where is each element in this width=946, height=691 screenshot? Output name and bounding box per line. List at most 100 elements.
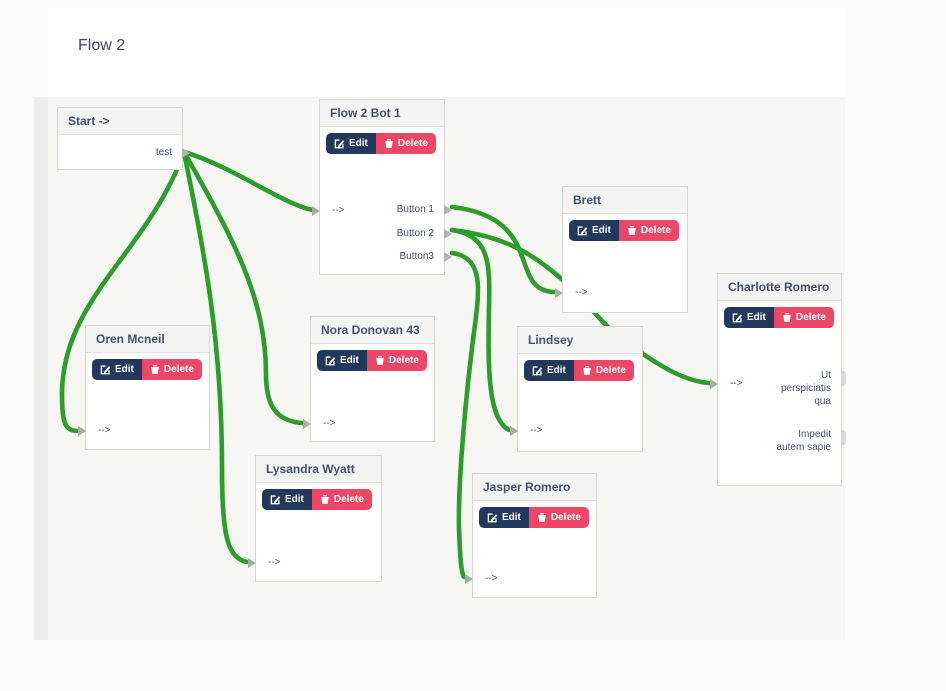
- edit-icon: [732, 312, 743, 323]
- output-label: Button 2: [396, 228, 434, 239]
- edit-button-label: Edit: [115, 364, 134, 375]
- edit-icon: [532, 365, 543, 376]
- edge-bot1.button2-to-lindsey.in[interactable]: [449, 227, 512, 433]
- output-connector[interactable]: [182, 148, 190, 158]
- edge-bot1.button3-to-jasper.in[interactable]: [449, 250, 481, 580]
- input-label: -->: [98, 425, 111, 436]
- input-connector[interactable]: [303, 419, 311, 429]
- trash-icon: [627, 225, 637, 236]
- delete-button-label: Delete: [397, 138, 428, 149]
- page-title: Flow 2: [78, 37, 126, 54]
- output-connector[interactable]: [444, 229, 452, 239]
- node-title: Nora Donovan 43: [311, 317, 434, 344]
- edge-start.test-to-nora.in[interactable]: [181, 149, 305, 426]
- node-actions: Edit Delete: [724, 307, 834, 328]
- trash-icon: [150, 364, 160, 375]
- delete-button-label: Delete: [163, 364, 194, 375]
- edit-icon: [487, 512, 498, 523]
- output-connector[interactable]: [444, 252, 452, 262]
- delete-button[interactable]: Delete: [528, 507, 589, 528]
- output-connector[interactable]: [841, 371, 846, 386]
- edit-button[interactable]: Edit: [724, 307, 774, 328]
- output-connector[interactable]: [444, 205, 452, 215]
- trash-icon: [537, 512, 547, 523]
- trash-icon: [782, 312, 792, 323]
- delete-button[interactable]: Delete: [375, 133, 436, 154]
- output-label: Ut perspiciatis qua: [780, 370, 831, 407]
- input-connector[interactable]: [555, 288, 563, 298]
- flow-header: Flow 2: [48, 8, 845, 97]
- node-actions: Edit Delete: [326, 133, 436, 154]
- edit-button[interactable]: Edit: [262, 489, 312, 510]
- node-actions: Edit Delete: [524, 360, 634, 381]
- edit-button[interactable]: Edit: [524, 360, 574, 381]
- input-connector[interactable]: [312, 206, 320, 216]
- input-label: -->: [730, 378, 743, 389]
- node-title: Lindsey: [518, 327, 642, 354]
- delete-button[interactable]: Delete: [773, 307, 834, 328]
- input-label: -->: [530, 425, 543, 436]
- input-connector[interactable]: [78, 426, 86, 436]
- output-label: Impedit autem sapie: [776, 429, 831, 453]
- edit-button-label: Edit: [747, 312, 766, 323]
- input-connector[interactable]: [465, 574, 473, 584]
- delete-button-label: Delete: [388, 355, 419, 366]
- delete-button[interactable]: Delete: [573, 360, 634, 381]
- input-connector[interactable]: [248, 558, 256, 568]
- trash-icon: [582, 365, 592, 376]
- node-actions: Edit Delete: [92, 359, 202, 380]
- edit-button[interactable]: Edit: [326, 133, 376, 154]
- edit-icon: [270, 494, 281, 505]
- trash-icon: [320, 494, 330, 505]
- delete-button[interactable]: Delete: [618, 220, 679, 241]
- input-label: -->: [575, 287, 588, 298]
- trash-icon: [384, 138, 394, 149]
- edit-button-label: Edit: [349, 138, 368, 149]
- edge-start.test-to-lysandra.in[interactable]: [181, 149, 250, 565]
- edit-button[interactable]: Edit: [92, 359, 142, 380]
- node-title: Start ->: [58, 108, 182, 135]
- node-title: Lysandra Wyatt: [256, 456, 381, 483]
- left-gutter: [34, 97, 48, 640]
- edit-button[interactable]: Edit: [479, 507, 529, 528]
- delete-button-label: Delete: [640, 225, 671, 236]
- edit-icon: [100, 364, 111, 375]
- delete-button-label: Delete: [333, 494, 364, 505]
- input-connector[interactable]: [710, 379, 718, 389]
- delete-button-label: Delete: [595, 365, 626, 376]
- edit-icon: [577, 225, 588, 236]
- input-label: -->: [268, 557, 281, 568]
- output-connector[interactable]: [841, 430, 846, 445]
- node-actions: Edit Delete: [569, 220, 679, 241]
- node-title: Oren Mcneil: [86, 326, 209, 353]
- trash-icon: [375, 355, 385, 366]
- node-actions: Edit Delete: [262, 489, 372, 510]
- edit-button[interactable]: Edit: [569, 220, 619, 241]
- edit-button-label: Edit: [592, 225, 611, 236]
- output-label: Button3: [399, 251, 434, 262]
- delete-button[interactable]: Delete: [311, 489, 372, 510]
- edge-start.test-to-bot1.in[interactable]: [181, 149, 316, 213]
- input-label: -->: [485, 573, 498, 584]
- edit-button-label: Edit: [547, 365, 566, 376]
- edge-start.test-to-oren.in[interactable]: [59, 149, 187, 434]
- output-label: Button 1: [396, 204, 434, 215]
- edit-button[interactable]: Edit: [317, 350, 367, 371]
- input-connector[interactable]: [510, 426, 518, 436]
- node-actions: Edit Delete: [479, 507, 589, 528]
- delete-button[interactable]: Delete: [141, 359, 202, 380]
- node-start[interactable]: Start ->test: [57, 107, 190, 170]
- edit-icon: [334, 138, 345, 149]
- edit-button-label: Edit: [502, 512, 521, 523]
- delete-button[interactable]: Delete: [366, 350, 427, 371]
